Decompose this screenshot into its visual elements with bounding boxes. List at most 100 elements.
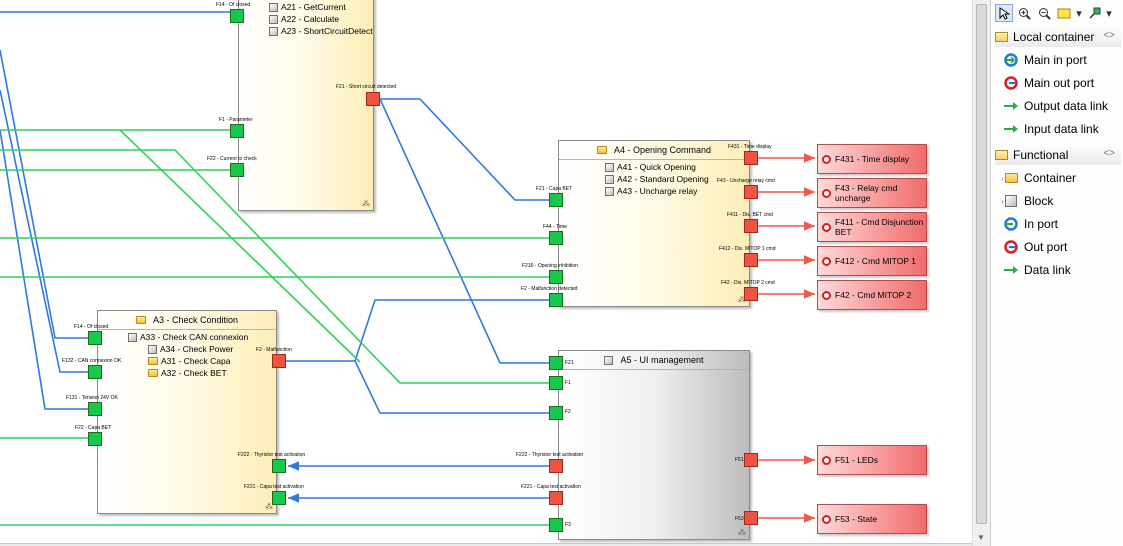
external-output[interactable]: F411 - Cmd Disjunction BET [817,212,927,242]
sub-function[interactable]: A31 - Check Capa [128,355,276,367]
in-port[interactable] [230,163,244,177]
palette-item-out-port[interactable]: Out port [1003,237,1067,257]
sub-function[interactable]: A33 - Check CAN connexion [128,331,276,343]
palette-item-output-data-link[interactable]: Output data link [1003,96,1108,116]
block-a2[interactable]: A21 - GetCurrent A22 - Calculate A23 - S… [238,0,374,211]
link-blue[interactable] [286,299,549,362]
palette-item-main-in-port[interactable]: Main in port [1003,50,1087,70]
sub-function[interactable]: A23 - ShortCircuitDetect [269,25,373,37]
link-blue[interactable] [380,98,549,201]
sub-function[interactable]: A34 - Check Power [128,343,276,355]
in-port[interactable] [549,270,563,284]
out-port[interactable] [744,185,758,199]
out-port[interactable] [366,92,380,106]
in-port[interactable] [230,9,244,23]
folder-open-icon [995,150,1008,160]
drawer-functional[interactable]: Functional <> [995,145,1121,165]
in-port[interactable] [549,193,563,207]
expand-arrow-icon[interactable]: › [1001,196,1004,206]
palette-item-input-data-link[interactable]: Input data link [1003,119,1099,139]
in-port[interactable] [88,331,102,345]
main-out-port-icon [822,154,831,164]
out-port[interactable] [744,453,758,467]
dropdown-arrow-icon[interactable]: ▾ [1106,7,1112,20]
in-port[interactable] [549,406,563,420]
scroll-down-icon[interactable]: ▼ [977,533,985,542]
scrollbar-thumb[interactable] [976,4,987,524]
palette-item-container[interactable]: › Container [1001,171,1077,185]
out-port[interactable] [744,287,758,301]
palette-item-in-port[interactable]: In port [1003,214,1058,234]
drawer-local-container[interactable]: Local container <> [995,27,1121,47]
container-icon [135,316,146,324]
block-a4[interactable]: A4 - Opening Command A41 - Quick Opening… [558,140,750,307]
container-icon [596,146,607,154]
in-port[interactable] [88,402,102,416]
link-green[interactable] [119,129,361,363]
in-port[interactable] [549,356,563,370]
external-output[interactable]: F53 - State [817,504,927,534]
out-port[interactable] [744,253,758,267]
link-blue[interactable] [0,89,88,373]
select-tool-icon[interactable] [995,4,1013,22]
out-port[interactable] [272,354,286,368]
out-port[interactable] [549,459,563,473]
in-port[interactable] [230,124,244,138]
port-label: F53 [735,516,744,522]
zoom-in-icon[interactable] [1015,4,1033,22]
out-port[interactable] [744,511,758,525]
link-blue[interactable] [379,98,549,364]
in-port[interactable] [272,491,286,505]
out-port[interactable] [744,151,758,165]
collapse-icon[interactable]: <> [1103,148,1115,159]
in-port[interactable] [88,432,102,446]
block-a3[interactable]: A3 - Check Condition A33 - Check CAN con… [97,310,277,514]
in-port[interactable] [88,365,102,379]
zoom-out-icon[interactable] [1035,4,1053,22]
note-icon[interactable] [1055,4,1073,22]
horizontal-scrollbar[interactable] [0,543,972,546]
port-label: F2 [565,409,571,415]
hierarchy-icon[interactable]: ⁂ [265,502,273,511]
pin-icon[interactable] [1085,4,1103,22]
palette-item-main-out-port[interactable]: Main out port [1003,73,1094,93]
sub-function[interactable]: A32 - Check BET [128,367,276,379]
hierarchy-icon[interactable]: ⁂ [738,528,746,537]
sub-function[interactable]: A22 - Calculate [269,13,373,25]
port-label: F42 - Dis. MITOP 2 cmd [721,280,775,286]
diagram-canvas[interactable]: A21 - GetCurrent A22 - Calculate A23 - S… [0,0,972,546]
link-green[interactable] [0,149,549,384]
link-blue[interactable] [354,360,549,414]
collapse-icon[interactable]: <> [1103,30,1115,41]
in-port[interactable] [549,518,563,532]
link-blue[interactable] [0,49,88,339]
hierarchy-icon[interactable]: ⁂ [738,295,746,304]
expand-arrow-icon[interactable]: › [1001,173,1004,183]
in-port[interactable] [272,459,286,473]
external-output[interactable]: F412 - Cmd MITOP 1 [817,246,927,276]
external-output[interactable]: F51 - LEDs [817,445,927,475]
sub-function[interactable]: A43 - Uncharge relay [605,185,749,197]
sub-function[interactable]: A41 - Quick Opening [605,161,749,173]
link-blue[interactable] [0,129,88,410]
block-a5[interactable]: A5 - UI management ⁂ [558,350,750,540]
out-port[interactable] [549,491,563,505]
out-port[interactable] [744,219,758,233]
external-output[interactable]: F431 - Time display [817,144,927,174]
external-output[interactable]: F42 - Cmd MITOP 2 [817,280,927,310]
vertical-scrollbar[interactable]: ▼ [972,0,990,546]
port-label: F132 - CAN connexion OK [62,358,122,364]
main-out-port-icon [822,514,831,524]
sub-function[interactable]: A42 - Standard Opening [605,173,749,185]
external-output[interactable]: F43 - Relay cmd uncharge [817,178,927,208]
dropdown-arrow-icon[interactable]: ▾ [1076,7,1082,20]
block-icon [604,355,614,365]
palette-item-data-link[interactable]: Data link [1003,260,1071,280]
hierarchy-icon[interactable]: ⁂ [362,199,370,208]
in-port[interactable] [549,231,563,245]
sub-function[interactable]: A21 - GetCurrent [269,1,373,13]
main-in-port-icon [1003,53,1019,67]
palette-item-block[interactable]: › Block [1001,194,1054,208]
in-port[interactable] [549,376,563,390]
in-port[interactable] [549,293,563,307]
